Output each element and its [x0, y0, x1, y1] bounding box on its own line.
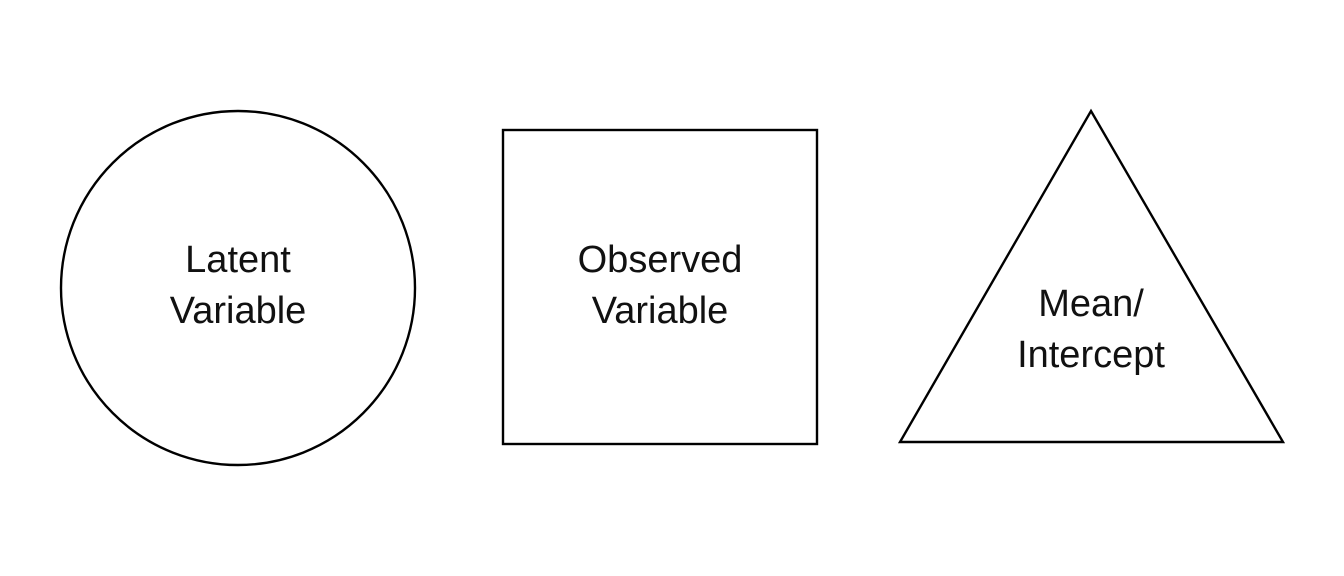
- latent-variable-symbol: Latent Variable: [59, 109, 417, 467]
- latent-variable-label-line2: Variable: [170, 290, 307, 332]
- mean-intercept-label-line1: Mean/: [1038, 283, 1144, 325]
- observed-variable-label-line2: Variable: [592, 290, 729, 332]
- mean-intercept-symbol: Mean/ Intercept: [897, 108, 1286, 444]
- mean-intercept-triangle: [897, 108, 1286, 444]
- observed-variable-symbol: Observed Variable: [501, 128, 819, 446]
- observed-variable-label-line1: Observed: [578, 239, 743, 281]
- latent-variable-label-line1: Latent: [185, 239, 291, 281]
- latent-variable-circle: [59, 109, 417, 467]
- observed-variable-square: [501, 128, 819, 446]
- mean-intercept-label-line2: Intercept: [1017, 334, 1165, 376]
